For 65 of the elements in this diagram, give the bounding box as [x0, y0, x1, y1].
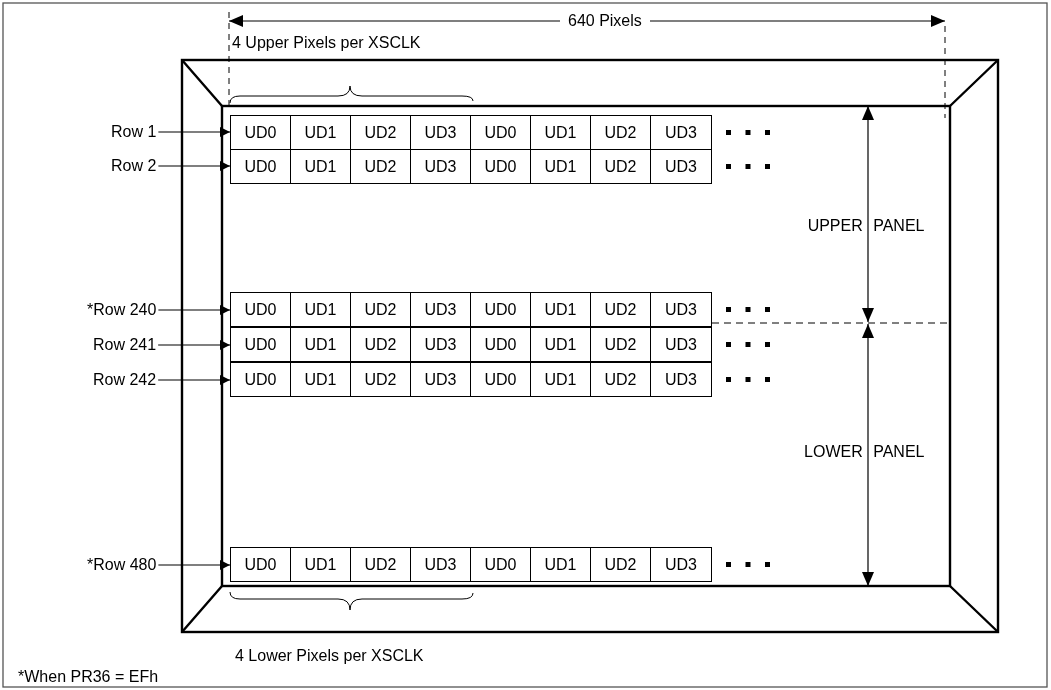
pixel-cell: UD0 [231, 293, 291, 326]
pixel-row [230, 547, 712, 582]
pixel-cell: UD0 [231, 363, 291, 396]
annotation: 4 Lower Pixels per XSCLK [235, 647, 424, 665]
pixel-cell-text: UD3 [664, 369, 698, 390]
pixel-cell: UD2 [351, 548, 411, 581]
pixel-cell: UD3 [411, 328, 471, 361]
arrow [157, 375, 231, 385]
pixel-cell: UD1 [531, 328, 591, 361]
pixel-cell: UD2 [591, 328, 651, 361]
row-label: Row 2 [111, 157, 157, 175]
pixel-cell: UD0 [231, 328, 291, 361]
pixel-cell: UD1 [531, 363, 591, 396]
annotation: 4 Upper Pixels per XSCLK [232, 34, 421, 52]
pixel-cell: UD0 [471, 363, 531, 396]
pixel-cell: UD0 [231, 548, 291, 581]
row-label: Row 241 [93, 336, 157, 354]
arrow [157, 340, 231, 350]
pixel-cell-text: UD3 [664, 299, 698, 320]
pixel-cell: UD3 [411, 548, 471, 581]
pixel-cell: UD1 [531, 293, 591, 326]
footnote: *When PR36 = EFh [18, 668, 159, 686]
pixel-row [230, 327, 712, 362]
pixel-cell: UD0 [471, 293, 531, 326]
pixel-cell: UD0 [471, 548, 531, 581]
pixel-cell: UD2 [351, 328, 411, 361]
pixel-cell-text: UD3 [664, 156, 698, 177]
pixel-cell: UD1 [291, 293, 351, 326]
arrow [157, 305, 231, 315]
pixel-cell: UD2 [351, 363, 411, 396]
pixel-cell: UD1 [291, 363, 351, 396]
arrow [157, 161, 231, 171]
pixel-row [230, 362, 712, 397]
pixel-cell: UD1 [531, 150, 591, 183]
arrow [157, 560, 231, 570]
pixel-cell: UD0 [471, 150, 531, 183]
pixel-row [230, 292, 712, 327]
pixel-cell: UD0 [471, 328, 531, 361]
pixel-cell: UD2 [351, 293, 411, 326]
pixel-cell: UD3 [411, 150, 471, 183]
pixel-cell: UD3 [411, 293, 471, 326]
pixel-cell: UD2 [591, 363, 651, 396]
dimension-label: 640 Pixels [568, 12, 642, 30]
pixel-cell: UD1 [531, 548, 591, 581]
pixel-cell-text: UD3 [664, 334, 698, 355]
pixel-cell: UD2 [591, 150, 651, 183]
pixel-row [230, 149, 712, 184]
pixel-cell: UD2 [591, 548, 651, 581]
pixel-cell: UD2 [351, 150, 411, 183]
pixel-cell: UD2 [591, 293, 651, 326]
pixel-cell: UD1 [291, 548, 351, 581]
panel-label: UPPER PANEL [807, 217, 925, 235]
row-label: *Row 480 [87, 556, 157, 574]
panel-label: LOWER PANEL [804, 443, 925, 461]
arrow [157, 127, 231, 137]
row-label: Row 242 [93, 371, 157, 389]
pixel-cell: UD3 [411, 363, 471, 396]
pixel-cell: UD1 [291, 150, 351, 183]
row-label: *Row 240 [87, 301, 157, 319]
pixel-cell-text: UD3 [664, 122, 698, 143]
pixel-cell-text: UD3 [664, 554, 698, 575]
pixel-cell: UD1 [291, 328, 351, 361]
row-label: Row 1 [111, 123, 157, 141]
pixel-cell: UD0 [231, 150, 291, 183]
pixel-row [230, 115, 712, 150]
